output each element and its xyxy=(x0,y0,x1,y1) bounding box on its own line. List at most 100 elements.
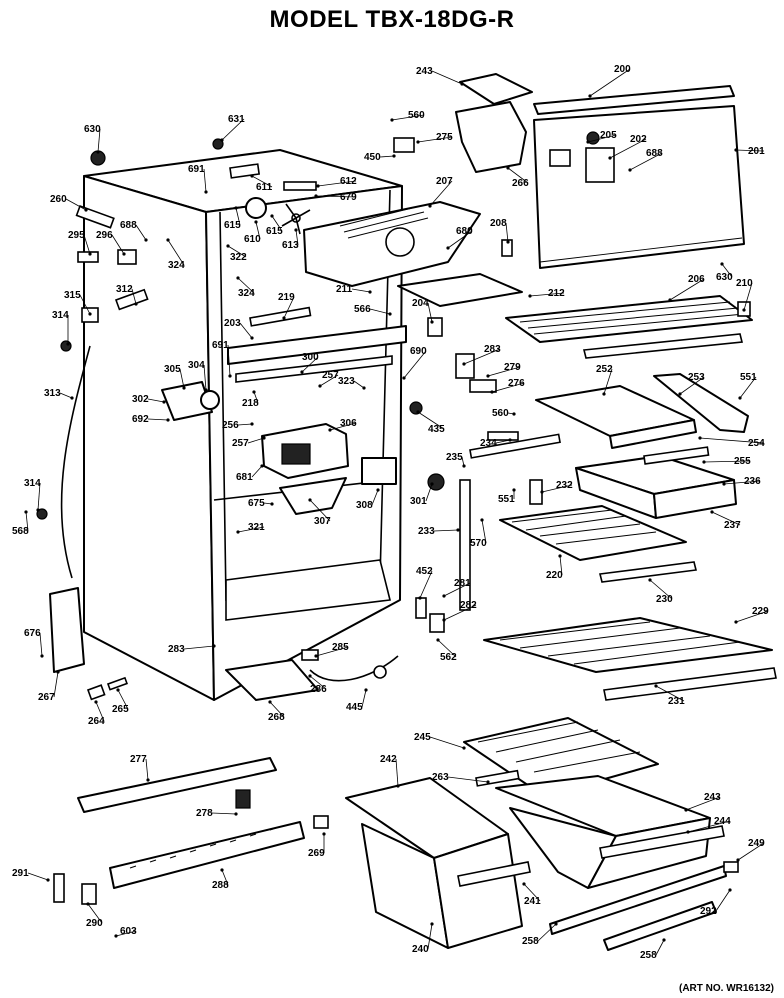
callout-number: 314 xyxy=(24,478,41,489)
door-trim-200 xyxy=(533,85,735,115)
callout-number: 306 xyxy=(340,418,357,429)
leader-arrow xyxy=(270,502,274,506)
leader-arrow xyxy=(418,596,422,600)
callout-number: 257 xyxy=(232,438,249,449)
callout-number: 279 xyxy=(504,362,521,373)
leader-line xyxy=(379,155,395,158)
callout-452: 452 xyxy=(416,566,433,600)
leader-line xyxy=(391,114,425,121)
leader-line xyxy=(429,180,453,207)
rod-265 xyxy=(106,676,128,691)
callout-301: 301 xyxy=(410,482,434,507)
leader-arrow xyxy=(162,400,166,404)
leader-line xyxy=(247,437,265,444)
leader-line xyxy=(495,439,511,444)
callout-number: 267 xyxy=(38,692,55,703)
control-box-306 xyxy=(261,423,349,479)
leader-arrow xyxy=(204,190,208,194)
leader-arrow xyxy=(648,578,652,582)
gasket-219 xyxy=(249,306,312,327)
leader-line xyxy=(433,529,459,532)
leader-arrow xyxy=(554,922,558,926)
leader-arrow xyxy=(508,438,512,442)
leader-arrow xyxy=(388,312,392,316)
callout-321: 321 xyxy=(236,522,265,534)
leader-arrow xyxy=(416,410,420,414)
callout-number: 275 xyxy=(436,132,453,143)
leader-line xyxy=(587,134,617,143)
callout-number: 562 xyxy=(440,652,457,663)
leader-arrow xyxy=(462,746,466,750)
leader-line xyxy=(603,368,613,395)
leader-line xyxy=(743,282,753,311)
callout-603: 603 xyxy=(114,926,137,938)
callout-233: 233 xyxy=(418,526,460,537)
callout-number: 283 xyxy=(484,344,501,355)
rail-255 xyxy=(643,446,710,465)
callout-231: 231 xyxy=(654,684,685,707)
gear-301 xyxy=(427,473,445,491)
callout-235: 235 xyxy=(446,452,466,468)
hinge-291 xyxy=(53,873,65,903)
leader-line xyxy=(589,68,631,97)
callout-324: 324 xyxy=(236,276,255,299)
callout-number: 322 xyxy=(230,252,247,263)
leader-arrow xyxy=(166,238,170,242)
callout-number: 610 xyxy=(244,234,261,245)
callout-number: 200 xyxy=(614,64,631,75)
leader-arrow xyxy=(686,830,690,834)
callout-number: 230 xyxy=(656,594,673,605)
leader-arrow xyxy=(456,528,460,532)
callout-560: 560 xyxy=(390,110,425,122)
leader-arrow xyxy=(212,644,216,648)
callout-number: 681 xyxy=(236,472,253,483)
leader-arrow xyxy=(96,150,100,154)
callout-number: 281 xyxy=(454,578,471,589)
callout-number: 263 xyxy=(432,772,449,783)
callout-number: 243 xyxy=(416,66,433,77)
callout-203: 203 xyxy=(224,318,254,340)
light-bracket-308 xyxy=(361,457,397,485)
callout-312: 312 xyxy=(116,284,138,306)
callout-number: 692 xyxy=(132,414,149,425)
callout-number: 268 xyxy=(268,712,285,723)
callout-number: 266 xyxy=(512,178,529,189)
drain-tube-313 xyxy=(60,345,91,579)
leader-line xyxy=(221,869,229,886)
leader-arrow xyxy=(144,238,148,242)
leader-line xyxy=(735,149,765,152)
leader-line xyxy=(463,348,501,365)
leader-line xyxy=(37,482,41,511)
callout-number: 560 xyxy=(408,110,425,121)
callout-304: 304 xyxy=(188,360,208,392)
callout-211: 211 xyxy=(336,284,372,295)
leader-arrow xyxy=(710,510,714,514)
leader-line xyxy=(79,294,91,315)
callout-676: 676 xyxy=(24,628,44,658)
rail-235 xyxy=(469,433,561,459)
bracket-275 xyxy=(393,137,415,153)
leader-arrow xyxy=(460,82,464,86)
callout-277: 277 xyxy=(130,754,150,782)
leader-arrow xyxy=(512,488,516,492)
base-pan-268 xyxy=(225,659,319,701)
leader-line xyxy=(685,796,721,811)
callout-number: 258 xyxy=(640,950,657,961)
callout-570: 570 xyxy=(470,518,487,549)
callout-630: 630 xyxy=(84,124,101,154)
leader-line xyxy=(431,70,463,85)
leader-line xyxy=(283,296,295,319)
callout-number: 450 xyxy=(364,152,381,163)
leader-arrow xyxy=(668,298,672,302)
callout-number: 435 xyxy=(428,424,445,435)
leader-line xyxy=(227,344,231,377)
leader-line xyxy=(649,579,673,600)
leader-arrow xyxy=(236,276,240,280)
callout-229: 229 xyxy=(734,606,769,624)
callout-number: 208 xyxy=(490,218,507,229)
callout-275: 275 xyxy=(416,132,453,144)
callout-number: 611 xyxy=(256,182,273,193)
ice-bucket-266 xyxy=(455,101,527,173)
callout-number: 323 xyxy=(338,376,355,387)
callout-number: 568 xyxy=(12,526,29,537)
